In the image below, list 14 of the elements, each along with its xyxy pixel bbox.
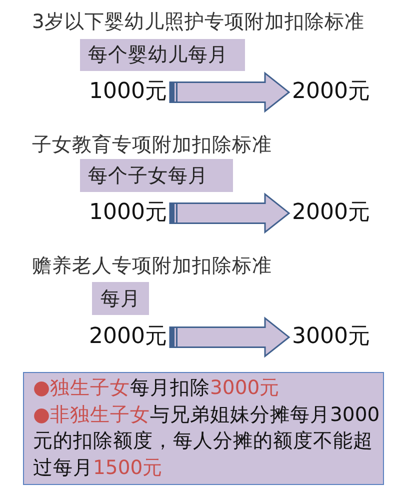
label-band: 每个婴幼儿每月 bbox=[80, 39, 245, 71]
section-heading: 赡养老人专项附加扣除标准 bbox=[32, 254, 272, 278]
label-band: 每月 bbox=[92, 282, 149, 315]
section-heading: 子女教育专项附加扣除标准 bbox=[32, 133, 272, 156]
amount-text: 2000元 bbox=[292, 200, 370, 226]
amount-text: 1000元 bbox=[89, 200, 167, 226]
label-band: 每个子女每月 bbox=[80, 159, 233, 192]
section-heading: 3岁以下婴幼儿照护专项附加扣除标准 bbox=[32, 10, 364, 34]
amount-text: 3000元 bbox=[292, 324, 370, 350]
amount-text: 2000元 bbox=[89, 324, 167, 350]
amount-text: 1000元 bbox=[89, 79, 167, 106]
note-box bbox=[23, 372, 384, 485]
bullet-text: ●独生子女每月扣除3000元 bbox=[33, 375, 281, 401]
amount-text: 2000元 bbox=[292, 79, 370, 106]
